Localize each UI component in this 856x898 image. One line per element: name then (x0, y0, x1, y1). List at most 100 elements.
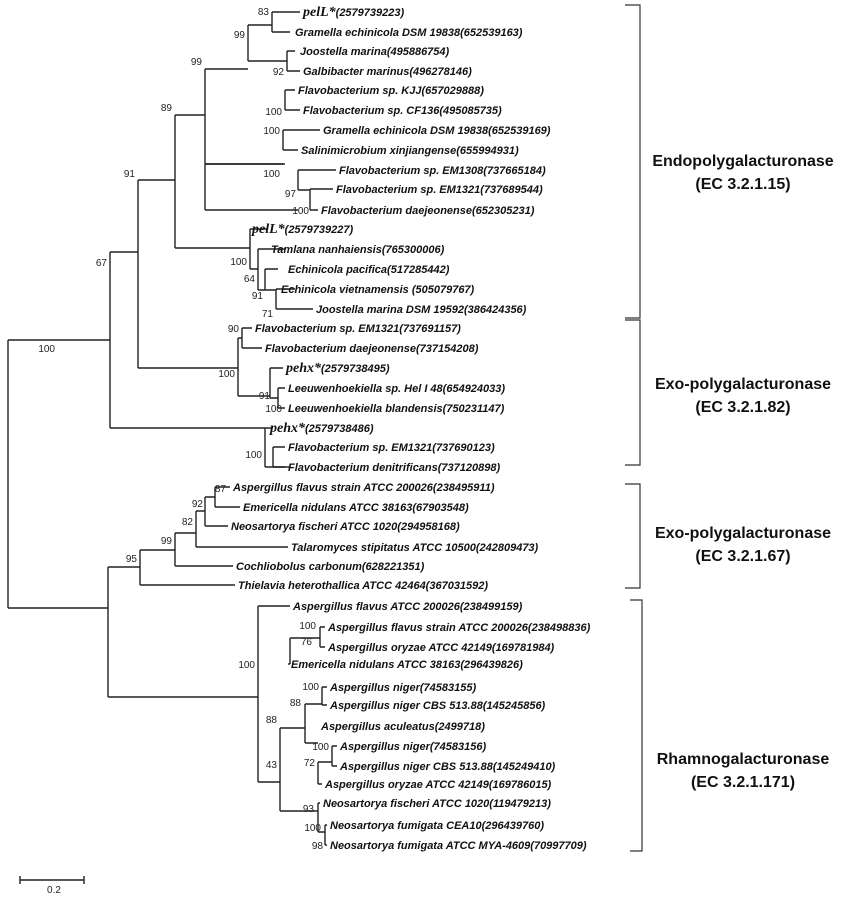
branch (241, 327, 262, 349)
branch (304, 703, 322, 744)
bootstrap-value: 76 (301, 637, 313, 648)
bootstrap-values: 83 99 92 99 100 89 100 100 97 100 91 100… (38, 7, 329, 852)
branch (331, 745, 337, 767)
branch (277, 387, 285, 409)
leaf-label: Aspergillus flavus strain ATCC 200026(23… (232, 482, 495, 494)
branch (109, 251, 265, 429)
leaf-label: pehx*(2579738495) (285, 361, 390, 376)
bootstrap-value: 100 (265, 404, 282, 415)
branch (204, 163, 298, 211)
branch (324, 824, 327, 846)
leaf-label: Joostella marina(495886754) (300, 46, 450, 58)
branch (275, 288, 313, 310)
bootstrap-value: 95 (126, 554, 138, 565)
bootstrap-value: 100 (230, 257, 247, 268)
bootstrap-value: 100 (265, 107, 282, 118)
branch (174, 114, 250, 249)
leaf-label: Aspergillus niger CBS 513.88(145245856) (329, 700, 546, 712)
branch (249, 228, 268, 270)
group-ec-label: (EC 3.2.1.67) (695, 548, 790, 565)
group-ec-label: (EC 3.2.1.171) (691, 774, 795, 791)
bootstrap-value: 72 (304, 758, 316, 769)
bootstrap-value: 88 (290, 698, 302, 709)
branch (257, 248, 285, 291)
branch (279, 727, 318, 812)
leaf-label: pehx*(2579738486) (269, 421, 374, 436)
leaf-label: Aspergillus niger(74583155) (329, 682, 476, 694)
branch (286, 50, 300, 72)
leaf-label: Gramella echinicola DSM 19838(652539163) (295, 27, 523, 39)
bootstrap-value: 100 (245, 450, 262, 461)
group-label: Endopolygalacturonase (652, 153, 833, 170)
leaf-label: Tamlana nanhaiensis(765300006) (271, 244, 445, 256)
bootstrap-value: 64 (244, 274, 256, 285)
bootstrap-value: 100 (302, 682, 319, 693)
branch (139, 549, 235, 586)
bootstrap-value: 93 (303, 804, 315, 815)
bootstrap-value: 92 (192, 499, 204, 510)
group-bracket-exo-82 (625, 319, 641, 466)
branch (204, 496, 228, 527)
leaf-label: Aspergillus flavus ATCC 200026(238499159… (292, 601, 523, 613)
branch (271, 11, 300, 33)
leaf-label: Flavobacterium sp. KJJ(657029888) (298, 85, 484, 97)
bootstrap-value: 100 (238, 660, 255, 671)
bootstrap-value: 87 (215, 484, 227, 495)
bootstrap-value: 92 (273, 67, 285, 78)
bootstrap-value: 89 (161, 103, 173, 114)
bootstrap-value: 71 (262, 309, 274, 320)
group-bracket-exo-67 (625, 483, 641, 589)
leaf-label: Echinicola pacifica(517285442) (288, 264, 450, 276)
leaf-label: Neosartorya fumigata CEA10(296439760) (330, 820, 544, 832)
bootstrap-value: 100 (263, 126, 280, 137)
group-brackets (625, 4, 643, 852)
branch (247, 24, 287, 62)
leaf-label: pelL*(2579739227) (251, 222, 353, 237)
group-ec-label: (EC 3.2.1.82) (695, 399, 790, 416)
bootstrap-value: 91 (252, 291, 264, 302)
group-label: Exo-polygalacturonase (655, 376, 831, 393)
branch (317, 802, 325, 833)
branch (137, 179, 238, 369)
branch (174, 532, 233, 567)
leaf-label: Flavobacterium daejeonense(652305231) (321, 205, 535, 217)
leaf-label: Neosartorya fischeri ATCC 1020(119479213… (323, 798, 551, 810)
bootstrap-value: 43 (266, 760, 278, 771)
branch (214, 486, 240, 508)
branch (297, 169, 336, 191)
scale-bar-label: 0.2 (47, 885, 61, 896)
leaf-label: Leeuwenhoekiella sp. Hel I 48(654924033) (288, 383, 505, 395)
leaf-label: Flavobacterium sp. EM1321(737689544) (336, 184, 543, 196)
leaf-label: Aspergillus flavus strain ATCC 200026(23… (327, 622, 591, 634)
group-bracket-rhamnogalacturonase (630, 599, 643, 852)
branch (269, 367, 283, 399)
branch (264, 268, 278, 291)
leaf-label: Aspergillus niger(74583156) (339, 741, 486, 753)
bootstrap-value: 97 (285, 189, 297, 200)
leaf-label: Leeuwenhoekiella blandensis(750231147) (288, 403, 505, 415)
branch (288, 637, 320, 665)
bootstrap-value: 100 (218, 369, 235, 380)
leaf-label: Joostella marina DSM 19592(386424356) (316, 304, 527, 316)
bootstrap-value: 100 (299, 621, 316, 632)
bootstrap-value: 83 (258, 7, 270, 18)
bootstrap-value: 91 (124, 169, 136, 180)
leaf-label: Aspergillus niger CBS 513.88(145249410) (339, 761, 556, 773)
branch (282, 129, 320, 151)
leaf-label: Emericella nidulans ATCC 38163(67903548) (243, 502, 469, 514)
group-ec-label: (EC 3.2.1.15) (695, 176, 790, 193)
scale-bar: 0.2 (19, 876, 85, 896)
group-label: Exo-polygalacturonase (655, 525, 831, 542)
leaf-label: Neosartorya fischeri ATCC 1020(294958168… (231, 521, 460, 533)
leaf-label: Cochliobolus carbonum(628221351) (236, 561, 425, 573)
leaf-label: Emericella nidulans ATCC 38163(296439826… (291, 659, 523, 671)
leaf-label: Flavobacterium sp. EM1321(737691157) (255, 323, 461, 335)
leaf-label: Thielavia heterothallica ATCC 42464(3670… (238, 580, 488, 592)
leaf-label: pelL*(2579739223) (302, 5, 404, 20)
leaf-label: Flavobacterium denitrificans(737120898) (288, 462, 500, 474)
branch (107, 566, 258, 698)
branch (321, 686, 327, 706)
branch (319, 626, 325, 648)
branch (309, 188, 333, 211)
